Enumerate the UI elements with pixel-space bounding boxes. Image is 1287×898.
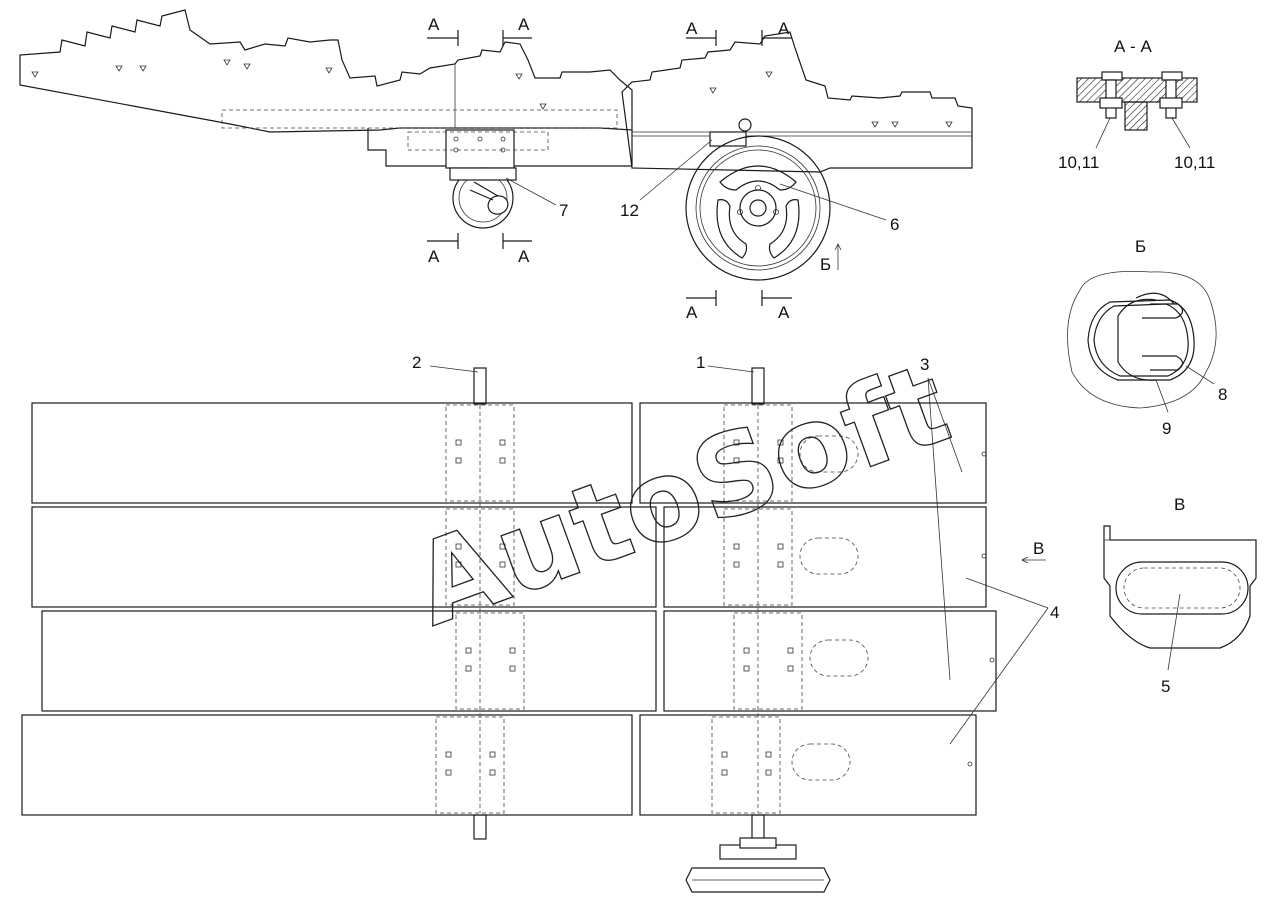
section-label-a-6: А — [778, 19, 790, 38]
right-bar-profile — [621, 31, 973, 173]
view-v-detail — [1103, 525, 1257, 671]
section-aa-title: А - А — [1114, 37, 1152, 56]
section-label-a-2: А — [518, 15, 530, 34]
callout-8: 8 — [1218, 385, 1227, 404]
plan-view — [21, 365, 1049, 893]
view-b-title: Б — [1135, 237, 1146, 256]
left-bar-profile — [19, 9, 633, 133]
section-aa-view — [1076, 71, 1198, 149]
section-label-a-4: А — [518, 247, 530, 266]
section-cut-marks — [427, 30, 792, 306]
view-v-title: В — [1174, 495, 1185, 514]
section-label-a-1: А — [428, 15, 440, 34]
large-pulley — [685, 135, 831, 281]
callout-10-11-left: 10,11 — [1058, 153, 1099, 172]
labels: А А А А А А А А Б В А - А Б В 1 2 3 4 5 … — [412, 15, 1227, 696]
view-arrow-label-v: В — [1033, 539, 1044, 558]
callout-2: 2 — [412, 353, 421, 372]
callout-12: 12 — [620, 201, 639, 220]
callout-4: 4 — [1050, 603, 1059, 622]
callout-1: 1 — [696, 353, 705, 372]
shaft-1 — [751, 367, 765, 405]
callout-3: 3 — [920, 355, 929, 374]
view-arrow-label-b: Б — [820, 255, 831, 274]
side-view — [19, 9, 973, 281]
section-label-a-7: А — [686, 303, 698, 322]
section-label-a-5: А — [686, 19, 698, 38]
view-b-detail — [1067, 271, 1217, 413]
bottom-pulley — [685, 837, 831, 893]
callout-6: 6 — [890, 215, 899, 234]
callout-9: 9 — [1162, 419, 1171, 438]
callout-7: 7 — [559, 201, 568, 220]
shaft-2 — [473, 367, 487, 405]
section-label-a-3: А — [428, 247, 440, 266]
callout-5: 5 — [1161, 677, 1170, 696]
section-label-a-8: А — [778, 303, 790, 322]
small-hub — [449, 167, 517, 229]
callout-10-11-right: 10,11 — [1174, 153, 1215, 172]
